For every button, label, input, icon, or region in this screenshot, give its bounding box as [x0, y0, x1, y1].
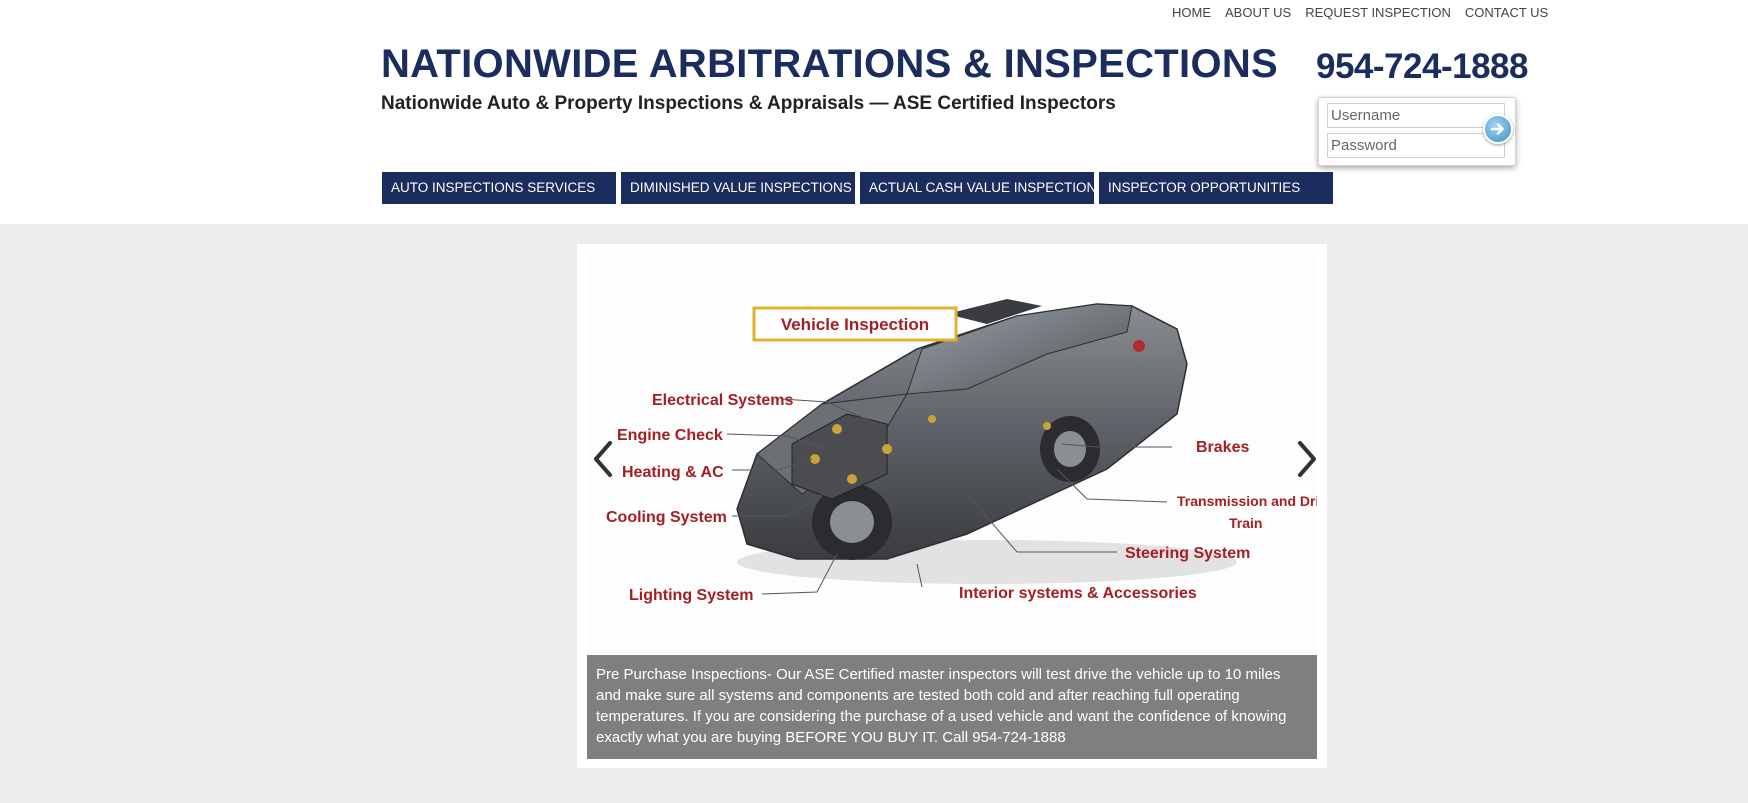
label-transmission-line2: Train: [1229, 515, 1262, 531]
top-nav-about-us[interactable]: ABOUT US: [1225, 5, 1292, 20]
main-nav: AUTO INSPECTIONS SERVICES DIMINISHED VAL…: [382, 172, 1338, 204]
top-nav-request-inspection[interactable]: REQUEST INSPECTION: [1305, 5, 1451, 20]
site-tagline: Nationwide Auto & Property Inspections &…: [381, 93, 1116, 114]
password-input[interactable]: [1327, 133, 1505, 158]
login-box: [1318, 97, 1516, 166]
label-transmission-line1: Transmission and Drive: [1177, 493, 1317, 509]
diagram-title-box: [752, 306, 958, 342]
image-slider: Vehicle Inspection Electrical Systems En…: [577, 244, 1327, 768]
username-input[interactable]: [1327, 103, 1505, 128]
label-electrical-systems: Electrical Systems: [652, 392, 794, 409]
label-brakes: Brakes: [1196, 439, 1249, 456]
diagram-title: Vehicle Inspection: [781, 315, 929, 334]
label-engine-check: Engine Check: [617, 427, 723, 444]
top-nav-contact-us[interactable]: CONTACT US: [1464, 5, 1549, 20]
slide-caption: Pre Purchase Inspections- Our ASE Certif…: [587, 655, 1317, 759]
site-title[interactable]: NATIONWIDE ARBITRATIONS & INSPECTIONS: [381, 42, 1279, 86]
arrow-right-circle-icon: [1490, 123, 1504, 135]
car-illustration: [736, 299, 1237, 584]
phone-number: 954-724-1888: [1316, 47, 1528, 86]
label-steering-system: Steering System: [1125, 545, 1250, 562]
top-nav-home[interactable]: HOME: [1172, 5, 1211, 20]
label-interior-systems: Interior systems & Accessories: [959, 585, 1197, 602]
label-heating-ac: Heating & AC: [622, 464, 724, 481]
nav-diminished-value-inspections[interactable]: DIMINISHED VALUE INSPECTIONS: [621, 172, 855, 204]
login-submit-button[interactable]: [1483, 114, 1513, 144]
chevron-right-icon: [1298, 441, 1316, 477]
top-nav: HOME ABOUT US REQUEST INSPECTION CONTACT…: [1172, 5, 1562, 21]
slider-prev-button[interactable]: [585, 434, 621, 484]
nav-actual-cash-value-inspection[interactable]: ACTUAL CASH VALUE INSPECTION: [860, 172, 1096, 204]
nav-inspector-opportunities[interactable]: INSPECTOR OPPORTUNITIES: [1099, 172, 1333, 204]
nav-auto-inspections-services[interactable]: AUTO INSPECTIONS SERVICES: [382, 172, 616, 204]
slider-next-button[interactable]: [1289, 434, 1325, 484]
chevron-left-icon: [594, 441, 612, 477]
label-lighting-system: Lighting System: [629, 587, 753, 604]
vehicle-inspection-diagram: Vehicle Inspection Electrical Systems En…: [587, 254, 1317, 654]
label-cooling-system: Cooling System: [606, 509, 727, 526]
